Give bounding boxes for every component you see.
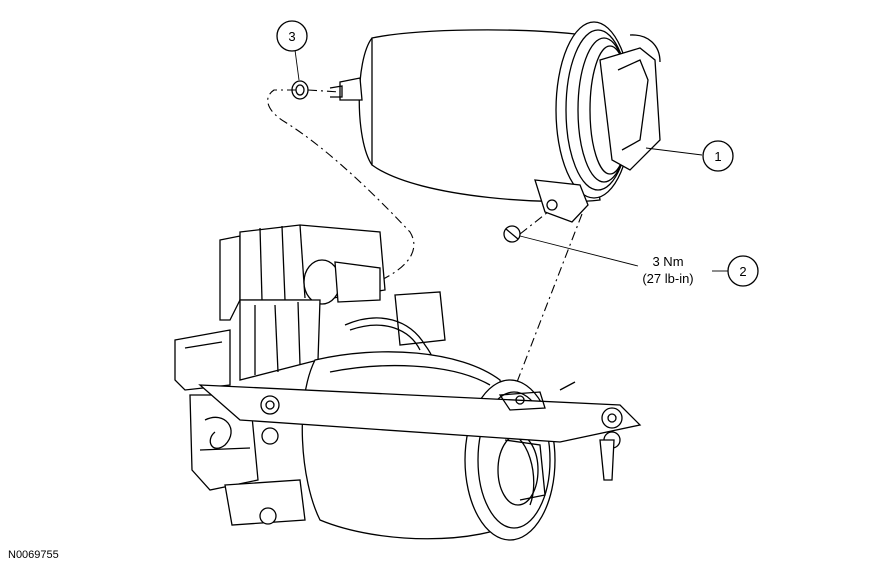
torque-spec-imperial: (27 lb-in) bbox=[642, 271, 693, 286]
callout-2: 2 bbox=[727, 255, 759, 287]
callout-3: 3 bbox=[276, 20, 308, 52]
callout-1-number: 1 bbox=[714, 149, 721, 164]
torque-spec-metric: 3 Nm bbox=[652, 254, 683, 269]
bolt bbox=[503, 225, 521, 243]
callout-1: 1 bbox=[702, 140, 734, 172]
leader-lines bbox=[294, 49, 728, 272]
figure-id: N0069755 bbox=[8, 549, 59, 561]
callout-2-number: 2 bbox=[739, 264, 746, 279]
air-dryer-canister bbox=[329, 21, 661, 223]
assembly-lines bbox=[267, 89, 583, 396]
compressor-assembly bbox=[174, 224, 642, 541]
callout-3-number: 3 bbox=[288, 29, 295, 44]
